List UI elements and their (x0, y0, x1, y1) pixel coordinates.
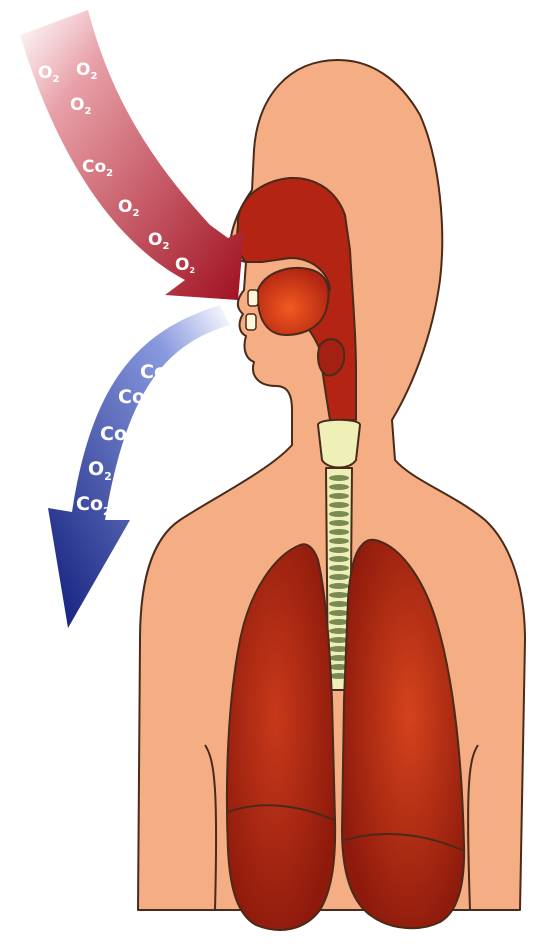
trachea-ring (329, 547, 349, 553)
trachea-ring (329, 619, 349, 625)
lower-teeth (246, 314, 256, 330)
exhale-label: Co2 (100, 423, 135, 448)
upper-teeth (248, 290, 258, 306)
trachea-ring (329, 601, 349, 607)
inhale-arrow (20, 10, 244, 300)
trachea-ring (329, 484, 349, 490)
trachea-ring (329, 493, 349, 499)
trachea-ring (329, 520, 349, 526)
trachea-ring (329, 592, 349, 598)
trachea-ring (329, 574, 349, 580)
trachea-ring (329, 511, 349, 517)
exhale-label: Co2 (118, 386, 153, 411)
trachea-ring (329, 583, 349, 589)
trachea-ring (329, 538, 349, 544)
trachea-ring (329, 529, 349, 535)
trachea-ring (329, 502, 349, 508)
trachea-ring (329, 610, 349, 616)
epiglottis (318, 339, 344, 375)
exhale-label: Co2 (140, 361, 173, 385)
larynx (318, 420, 360, 468)
trachea-ring (329, 556, 349, 562)
trachea-ring (329, 565, 349, 571)
trachea-ring (329, 475, 349, 481)
